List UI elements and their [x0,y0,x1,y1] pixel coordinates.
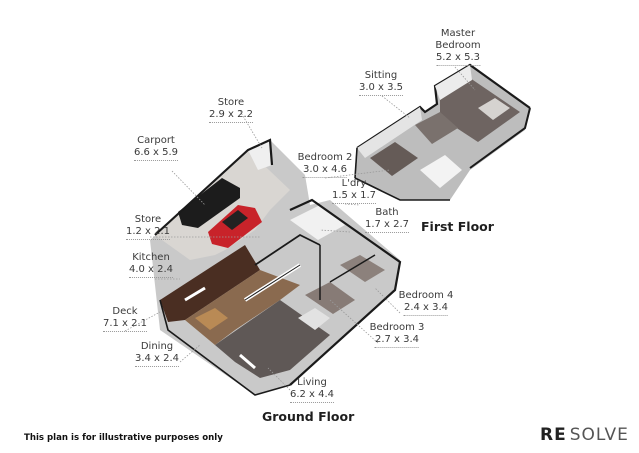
room-label-bedroom-3: Bedroom 3 2.7 x 3.4 [369,322,425,348]
room-name: Deck [112,306,138,317]
room-label-laundry: L'dry 1.5 x 1.7 [331,178,377,204]
room-name: Bedroom 2 [297,152,353,163]
room-label-living: Living 6.2 x 4.4 [289,377,335,403]
room-dimensions: 6.2 x 4.4 [289,389,335,403]
brand-logo-re: RE [540,425,567,445]
room-dimensions: 1.5 x 1.7 [331,190,377,204]
first-floor-plan [354,63,531,201]
master-bedroom-floor [440,78,520,142]
room-label-store-lower: Store 1.2 x 2.1 [125,214,171,240]
room-dimensions: 5.2 x 5.3 [435,52,481,66]
room-dimensions: 4.0 x 2.4 [128,264,174,278]
room-dimensions: 6.6 x 5.9 [133,147,179,161]
room-dimensions: 3.0 x 4.6 [302,164,348,178]
room-dimensions: 1.2 x 2.1 [125,226,171,240]
room-dimensions: 2.7 x 3.4 [374,334,420,348]
room-label-sitting: Sitting 3.0 x 3.5 [358,70,404,96]
room-label-carport: Carport 6.6 x 5.9 [133,135,179,161]
room-dimensions: 3.4 x 2.4 [134,353,180,367]
room-name: Carport [137,135,175,146]
room-name: Master [440,28,476,39]
room-name: Bedroom 3 [369,322,425,333]
room-label-master-bedroom: Master Bedroom 5.2 x 5.3 [435,28,481,66]
first-floor-title: First Floor [421,219,494,234]
bedroom-3-floor [305,282,355,314]
room-label-bedroom-4: Bedroom 4 2.4 x 3.4 [398,290,454,316]
room-name: Store [134,214,162,225]
room-name: Kitchen [132,252,170,263]
bedroom-4-floor [340,255,385,282]
room-label-kitchen: Kitchen 4.0 x 2.4 [128,252,174,278]
room-dimensions: 3.0 x 3.5 [358,82,404,96]
brand-logo-solve: SOLVE [569,425,629,445]
room-dimensions: 7.1 x 2.1 [102,318,148,332]
leader-lines [124,66,476,391]
ground-floor-title: Ground Floor [262,409,355,424]
room-dimensions: 1.7 x 2.7 [364,219,410,233]
black-car [178,178,240,228]
room-name: Living [297,377,327,388]
room-label-bedroom-2: Bedroom 2 3.0 x 4.6 [297,152,353,178]
bedroom-2-floor [370,142,418,176]
room-name: Dining [140,341,174,352]
room-dimensions: 2.9 x 2.2 [208,109,254,123]
room-name: Store [217,97,245,108]
room-label-deck: Deck 7.1 x 2.1 [102,306,148,332]
disclaimer-text: This plan is for illustrative purposes o… [24,433,223,443]
room-name: L'dry [341,178,367,189]
room-label-bath: Bath 1.7 x 2.7 [364,207,410,233]
sitting-floor [415,112,458,144]
room-name-line2: Bedroom [435,40,481,51]
room-dimensions: 2.4 x 3.4 [403,302,449,316]
deck-floor [160,245,260,322]
room-name: Bath [375,207,399,218]
ground-floor-plan [150,138,402,396]
room-label-store-upper: Store 2.9 x 2.2 [208,97,254,123]
room-name: Sitting [364,70,398,81]
room-label-dining: Dining 3.4 x 2.4 [134,341,180,367]
room-name: Bedroom 4 [398,290,454,301]
